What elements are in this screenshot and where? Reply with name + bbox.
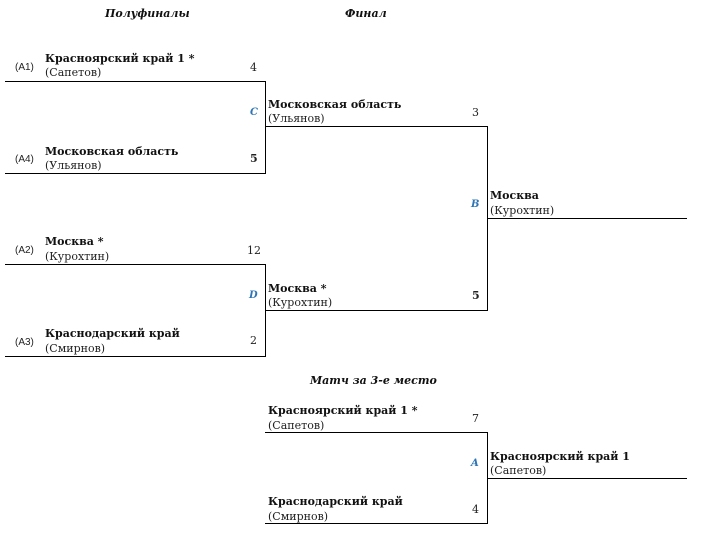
team-name: Краснодарский край xyxy=(268,495,403,508)
coach-name: (Смирнов) xyxy=(45,342,106,355)
bracket-line xyxy=(5,81,265,82)
team-name: Красноярский край 1 * xyxy=(268,404,418,417)
coach-name: (Курохтин) xyxy=(268,296,333,309)
team-name: Краснодарский край xyxy=(45,327,180,340)
champion-team: Москва xyxy=(490,189,539,202)
champion-coach: (Курохтин) xyxy=(490,204,555,217)
bracket-line xyxy=(487,478,687,479)
score: 2 xyxy=(250,334,257,347)
match-label: D xyxy=(249,290,258,301)
score: 4 xyxy=(250,61,257,74)
third-place-header: Матч за 3-е место xyxy=(310,374,437,387)
coach-name: (Ульянов) xyxy=(268,112,325,125)
bracket-line xyxy=(5,173,265,174)
coach-name: (Ульянов) xyxy=(45,159,102,172)
bracket-line xyxy=(265,126,487,127)
team-name: Москва * xyxy=(268,282,327,295)
score: 4 xyxy=(472,503,479,516)
third-place-winner-coach: (Сапетов) xyxy=(490,464,547,477)
score: 7 xyxy=(472,412,479,425)
coach-name: (Курохтин) xyxy=(45,250,110,263)
coach-name: (Сапетов) xyxy=(45,66,102,79)
score: 3 xyxy=(472,106,479,119)
match-label: B xyxy=(471,199,480,210)
seed-label: (A4) xyxy=(15,154,34,165)
match-label: C xyxy=(250,107,258,118)
coach-name: (Сапетов) xyxy=(268,419,325,432)
team-name: Московская область xyxy=(45,145,179,158)
bracket-line xyxy=(265,432,487,433)
bracket-line xyxy=(265,310,487,311)
score: 5 xyxy=(472,289,480,302)
coach-name: (Смирнов) xyxy=(268,510,329,523)
seed-label: (A3) xyxy=(15,337,34,348)
bracket-line xyxy=(487,218,687,219)
final-header: Финал xyxy=(345,7,387,20)
bracket-line xyxy=(5,264,265,265)
bracket-line xyxy=(5,356,265,357)
bracket-line xyxy=(265,523,487,524)
score: 5 xyxy=(250,152,258,165)
team-name: Москва * xyxy=(45,235,104,248)
seed-label: (A1) xyxy=(15,62,34,73)
match-label: A xyxy=(471,458,479,469)
team-name: Красноярский край 1 * xyxy=(45,52,195,65)
team-name: Московская область xyxy=(268,98,402,111)
semifinals-header: Полуфиналы xyxy=(105,7,190,20)
bracket-connector xyxy=(265,81,266,174)
score: 12 xyxy=(247,244,261,257)
seed-label: (A2) xyxy=(15,245,34,256)
third-place-winner-team: Красноярский край 1 xyxy=(490,450,630,463)
